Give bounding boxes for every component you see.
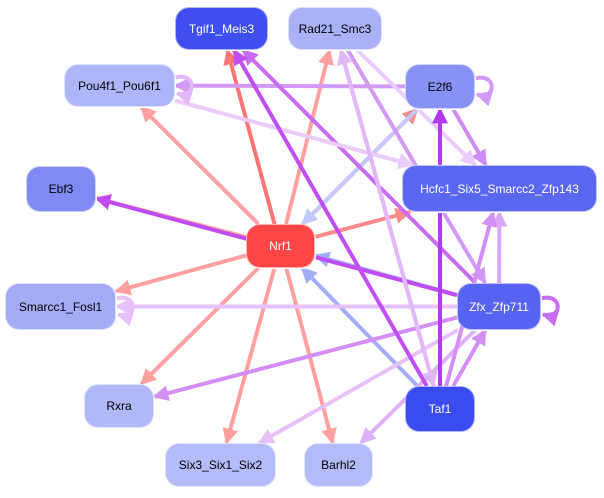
node-smarcc1-fosl1[interactable]: Smarcc1_Fosl1	[5, 283, 116, 330]
edge-nrf1-to-smarcc1_fosl1	[114, 253, 247, 296]
node-label: Barhl2	[321, 458, 356, 472]
edge-smarcc1_fosl1-to-smarcc1_fosl1	[115, 295, 135, 327]
edge-nrf1-to-rxra	[139, 266, 260, 386]
node-taf1[interactable]: Taf1	[405, 386, 475, 432]
node-label: Rad21_Smc3	[298, 21, 372, 36]
node-label: Tgif1_Meis3	[188, 21, 255, 36]
edge-taf1-to-tgif1_meis3	[232, 48, 429, 387]
edge-taf1-to-rad21_smc3	[337, 48, 436, 387]
node-six3-six1-six2[interactable]: Six3_Six1_Six2	[165, 443, 276, 487]
edge-zfx_zfp711-to-tgif1_meis3	[241, 48, 477, 285]
edge-pou4f1_pou6f1-to-hcfc1	[174, 98, 415, 169]
node-hcfc1-six5-smarcc2-zfp143[interactable]: Hcfc1_Six5_Smarcc2_Zfp143	[402, 165, 597, 212]
edge-zfx_zfp711-to-zfx_zfp711	[540, 295, 560, 327]
edge-e2f6-to-pou4f1_pou6f1	[173, 77, 406, 94]
node-zfx-zfp711[interactable]: Zfx_Zfp711	[457, 283, 541, 330]
node-rxra[interactable]: Rxra	[84, 384, 154, 428]
node-label: Six3_Six1_Six2	[178, 458, 263, 472]
edge-nrf1-to-pou4f1_pou6f1	[139, 105, 260, 226]
node-rad21-smc3[interactable]: Rad21_Smc3	[288, 7, 382, 50]
node-e2f6[interactable]: E2f6	[405, 64, 475, 109]
node-label: Hcfc1_Six5_Smarcc2_Zfp143	[420, 181, 579, 196]
node-label: Rxra	[106, 399, 132, 413]
node-label: Taf1	[428, 402, 452, 416]
node-label: Pou4f1_Pou6f1	[78, 78, 161, 93]
edge-e2f6-to-e2f6	[474, 75, 494, 107]
node-barhl2[interactable]: Barhl2	[304, 443, 373, 487]
edge-nrf1-to-hcfc1	[314, 207, 412, 239]
edge-pou4f1_pou6f1-to-pou4f1_pou6f1	[174, 74, 194, 106]
node-label: Zfx_Zfp711	[469, 299, 529, 314]
node-label: Ebf3	[48, 182, 74, 196]
node-ebf3[interactable]: Ebf3	[26, 166, 96, 212]
edge-nrf1-to-six3_six1_six2	[222, 267, 277, 445]
edge-zfx_zfp711-to-rxra	[152, 315, 458, 401]
node-label: Smarcc1_Fosl1	[18, 299, 103, 314]
node-pou4f1-pou6f1[interactable]: Pou4f1_Pou6f1	[64, 64, 175, 107]
edge-nrf1-to-tgif1_meis3	[223, 48, 277, 225]
node-label: E2f6	[427, 79, 453, 94]
edge-e2f6-to-hcfc1	[451, 107, 488, 167]
node-label: Nrf1	[269, 239, 292, 253]
node-nrf1[interactable]: Nrf1	[246, 224, 315, 268]
node-tgif1-meis3[interactable]: Tgif1_Meis3	[175, 7, 268, 50]
edge-taf1-to-nrf1	[300, 266, 419, 388]
edge-taf1-to-zfx_zfp711	[451, 328, 488, 387]
